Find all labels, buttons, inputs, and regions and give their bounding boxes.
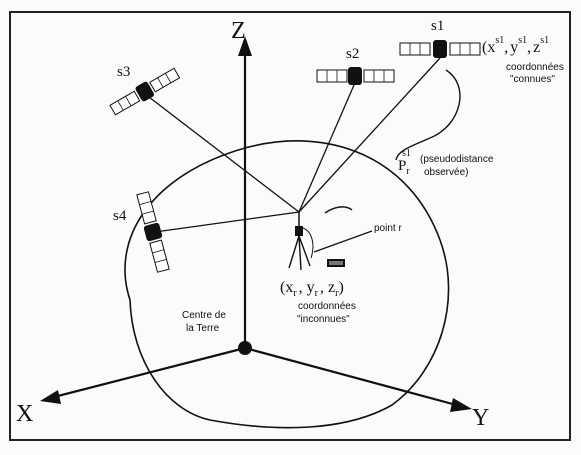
z-axis-label: Z — [231, 18, 246, 44]
satellite-s4 — [136, 191, 170, 273]
pseudodistance-caption-2: observée) — [424, 167, 468, 178]
receiver-tripod — [288, 212, 314, 271]
y-axis-arrowhead — [450, 398, 472, 412]
x-axis — [49, 346, 246, 400]
earth-center-dot — [238, 341, 252, 355]
satellite-label-s1: s1 — [431, 18, 444, 34]
unknown-coordinates-caption-2: "inconnues" — [297, 314, 350, 325]
satellite-label-s3: s3 — [117, 64, 130, 80]
earth-center-label-2: la Terre — [186, 323, 220, 334]
z-axis-arrowhead — [238, 36, 252, 56]
known-coordinates-caption-2: "connues" — [510, 74, 555, 85]
x-axis-arrowhead — [40, 390, 61, 404]
pseudodistance-superscript: s1 — [402, 148, 411, 159]
known-coordinates: (xs1,ys1,zs1 — [482, 35, 549, 56]
line-to-s1 — [298, 57, 441, 213]
satellite-s3 — [109, 67, 181, 116]
unknown-coordinates-caption: coordonnées — [298, 301, 356, 312]
known-coordinates-caption: coordonnées — [506, 62, 564, 73]
point-r-label: point r — [374, 223, 402, 234]
earth-center-label: Centre de — [182, 310, 226, 321]
diagram-frame — [9, 11, 571, 441]
satellite-label-s2: s2 — [346, 46, 359, 62]
x-axis-label: X — [16, 401, 33, 427]
satellite-label-s4: s4 — [113, 208, 127, 224]
unknown-coordinates: (xr,yr,zr) — [280, 279, 344, 299]
measurement-arc — [324, 206, 353, 214]
pseudodistance-symbol: Pr — [398, 158, 410, 177]
pseudodistance-bracket — [395, 69, 461, 161]
satellite-s1 — [399, 40, 481, 58]
y-axis — [244, 346, 461, 408]
point-r-pointer — [313, 230, 373, 253]
receiver-controller — [327, 259, 345, 267]
y-axis-label: Y — [472, 405, 489, 431]
line-to-s2 — [298, 84, 355, 213]
earth-outline — [124, 140, 450, 429]
line-to-s3 — [144, 93, 300, 213]
satellite-s2 — [316, 67, 395, 85]
line-to-s4 — [154, 211, 300, 233]
pseudodistance-caption: (pseudodistance — [420, 154, 494, 165]
